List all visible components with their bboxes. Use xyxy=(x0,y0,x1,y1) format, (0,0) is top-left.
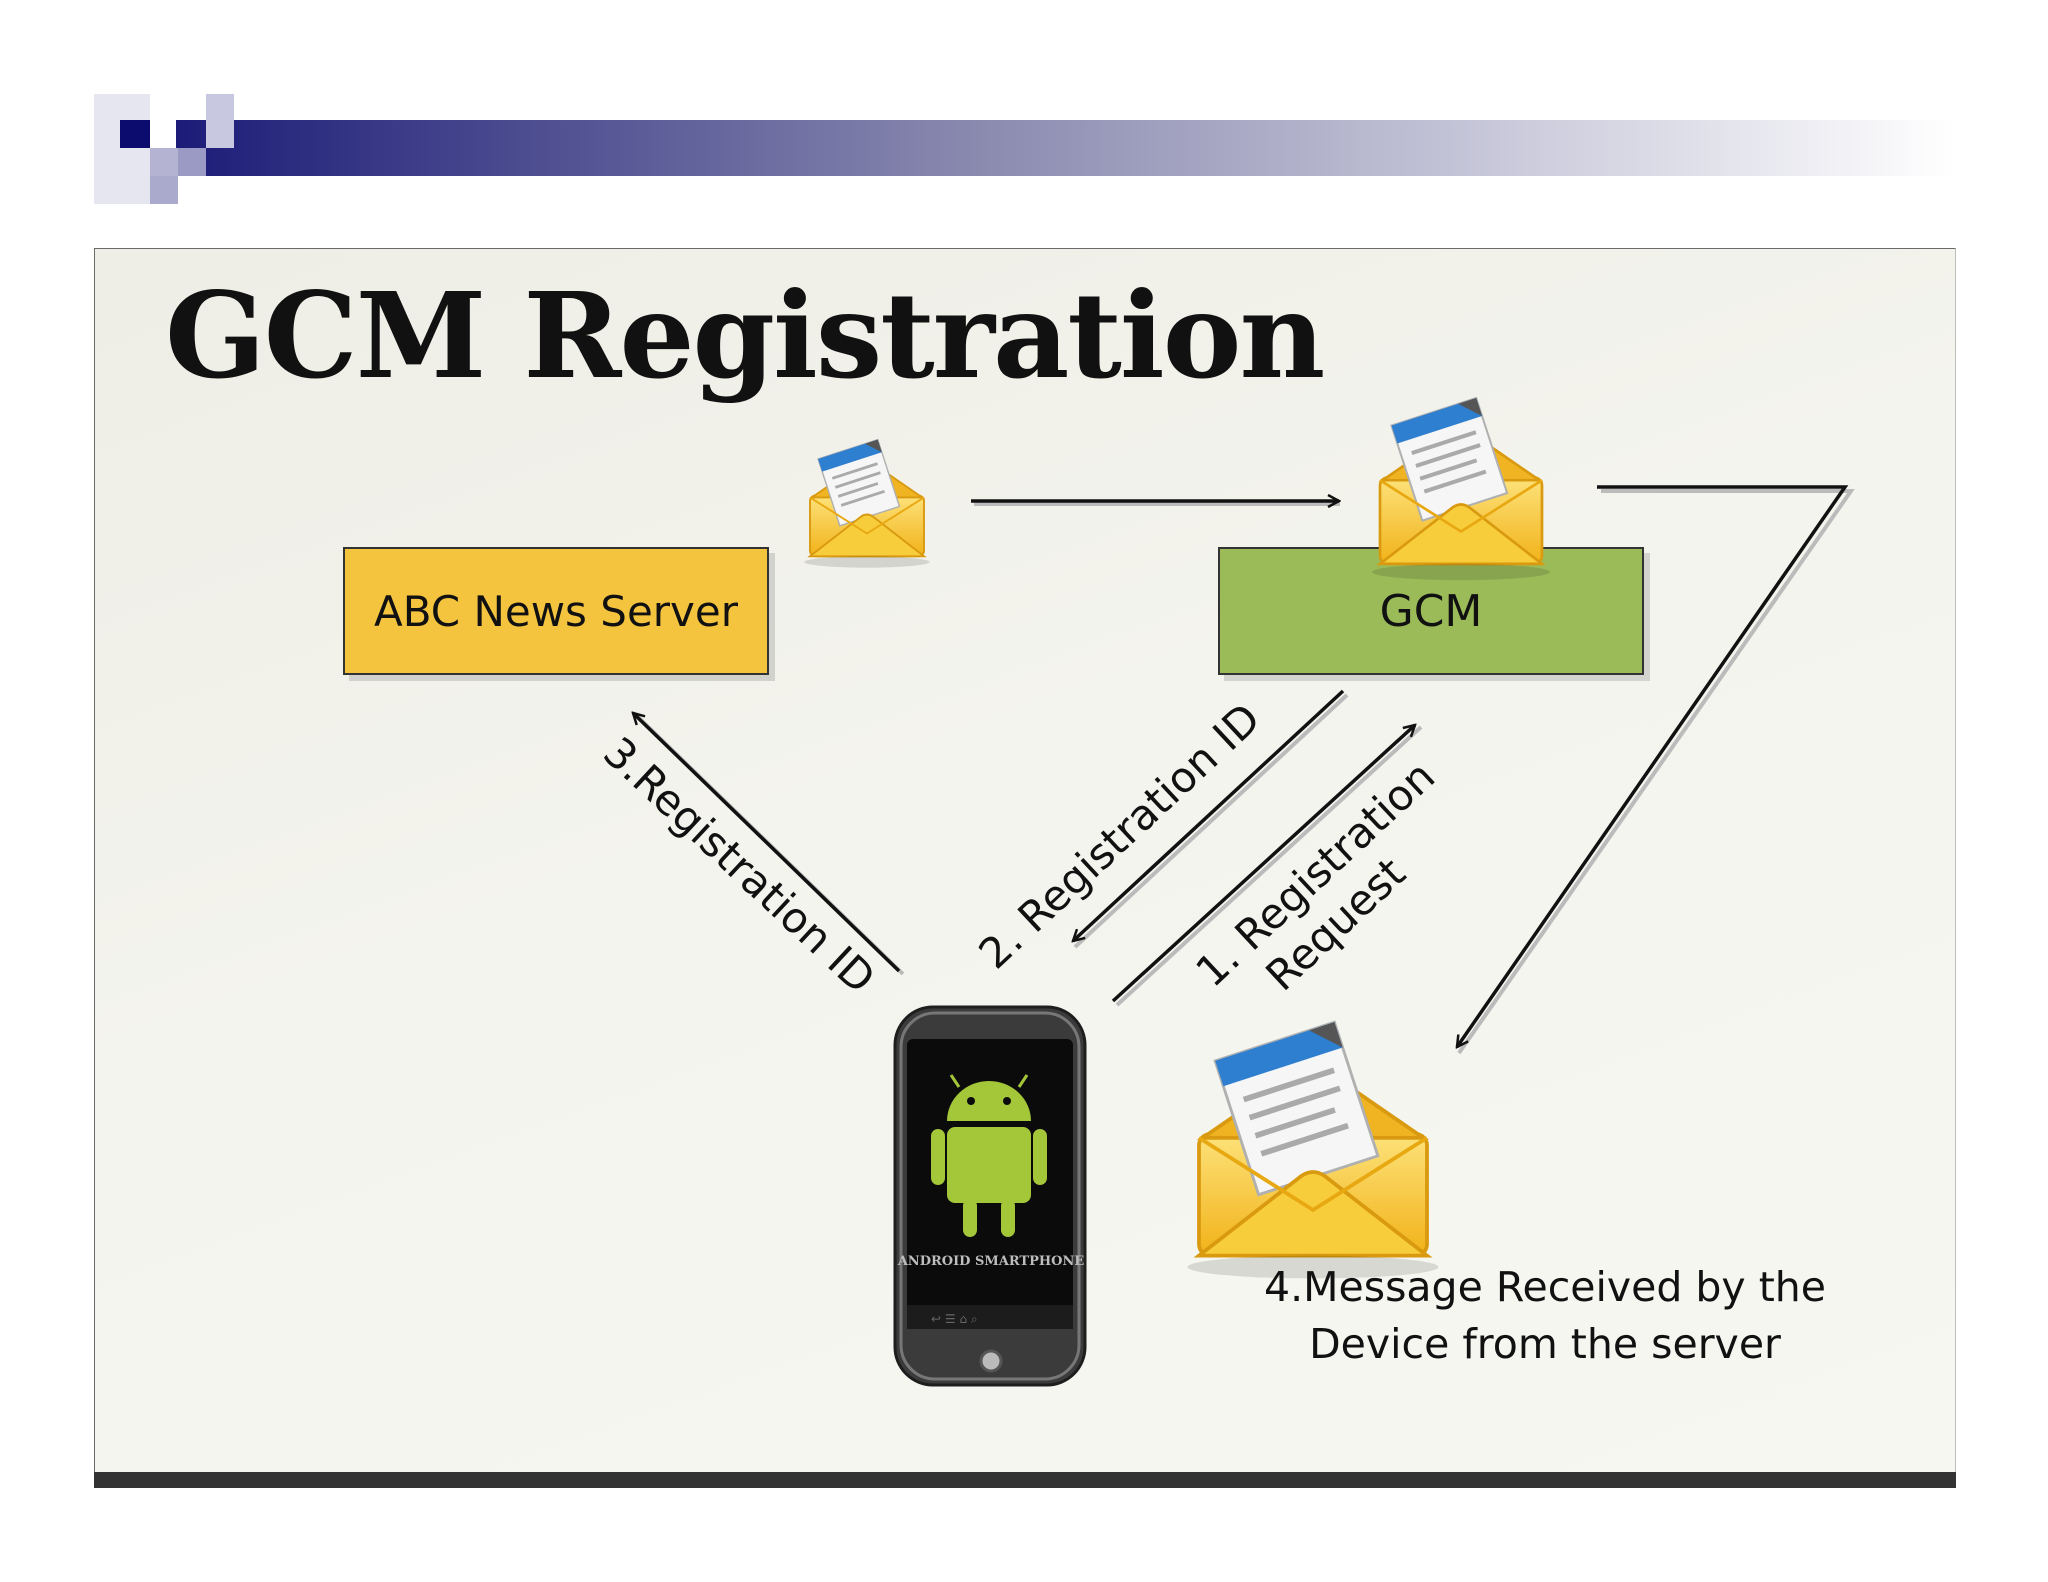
envelope-icon-large xyxy=(1188,1022,1439,1278)
android-phone-icon: ↩ ☰ ⌂ ⌕ ANDROID SMARTPHONE xyxy=(893,1005,1087,1387)
header-gradient-bar xyxy=(176,120,1956,176)
envelope-icon-small xyxy=(802,438,932,570)
bottom-rule xyxy=(94,1472,1956,1488)
diagram-canvas: 3.Registration ID 2. Registration ID 1. … xyxy=(594,249,1855,1387)
envelope-icon-medium xyxy=(1372,398,1550,580)
arrow-gcm-to-device xyxy=(1457,485,1855,1055)
slide-title: GCM Registration xyxy=(165,266,1325,405)
abc-news-server-box: ABC News Server xyxy=(343,547,769,675)
svg-text:↩ ☰ ⌂ ⌕: ↩ ☰ ⌂ ⌕ xyxy=(931,1312,978,1326)
arrow-server-to-gcm xyxy=(971,501,1340,504)
header-decoration xyxy=(94,94,1956,204)
step4-caption-line2: Device from the server xyxy=(1309,1320,1781,1368)
phone-label: ANDROID SMARTPHONE xyxy=(897,1254,1085,1269)
step3-label: 3.Registration ID xyxy=(594,727,884,1003)
arrow-step1-phone-to-gcm xyxy=(1111,725,1423,1007)
arrow-step2-gcm-to-phone xyxy=(1073,689,1349,949)
step4-caption-line1: 4.Message Received by the xyxy=(1263,1263,1827,1311)
step4-caption: 4.Message Received by the Device from th… xyxy=(1255,1259,1835,1373)
arrow-step3-phone-to-server xyxy=(633,713,905,976)
header-squares-icon xyxy=(94,94,234,204)
slide-content: GCM Registration ABC News Server GCM xyxy=(94,248,1956,1477)
